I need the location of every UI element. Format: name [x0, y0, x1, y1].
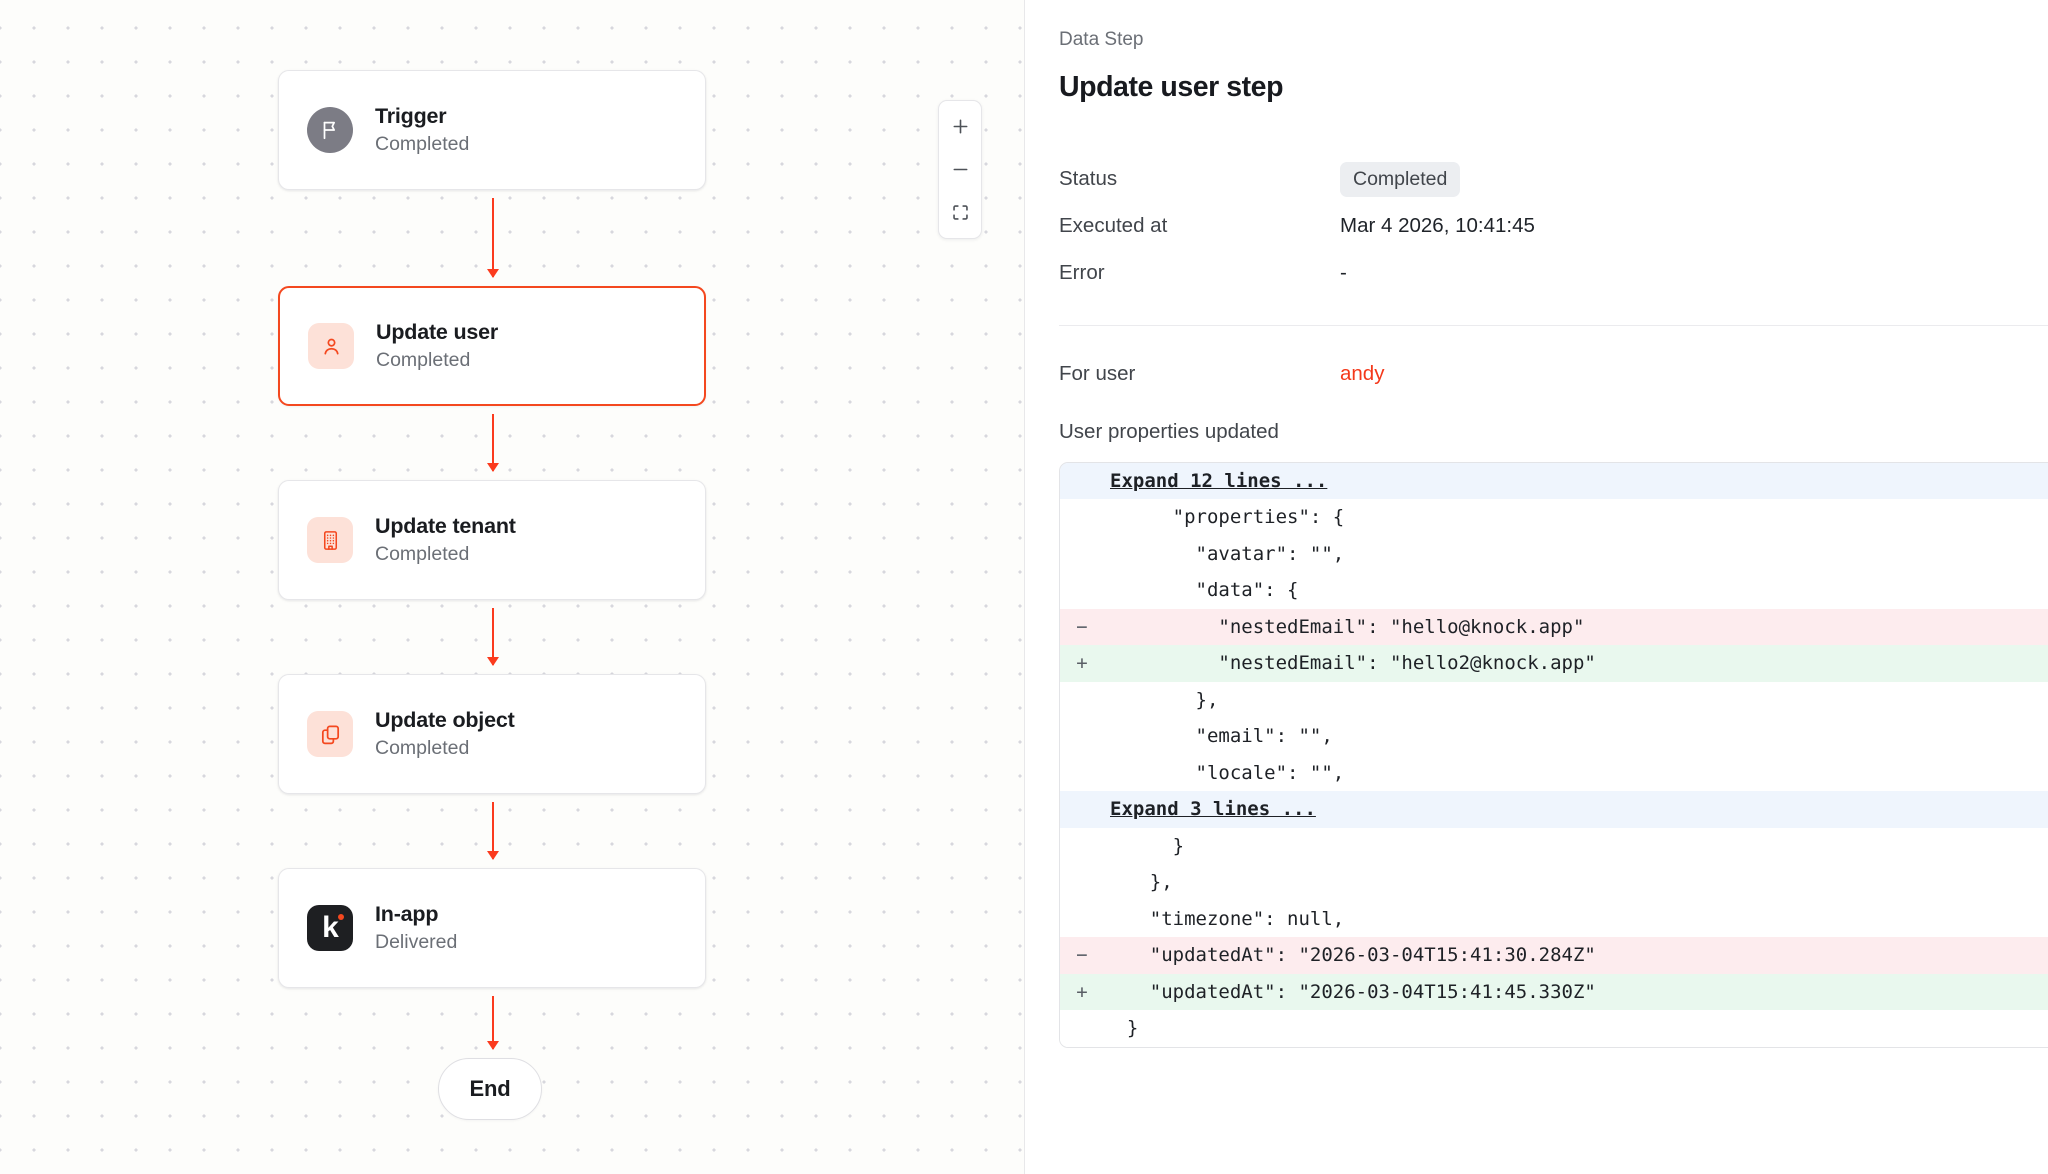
diff-code: },: [1104, 688, 1219, 711]
diff-expand-row[interactable]: Expand 12 lines ...: [1060, 462, 2048, 500]
zoom-in-button[interactable]: [939, 105, 981, 148]
diff-code: "email": "",: [1104, 725, 1333, 748]
meta-value: Mar 4 2026, 10:41:45: [1340, 214, 1535, 238]
diff-line-ctx: "avatar": "",: [1060, 535, 2048, 573]
user-icon: [308, 323, 354, 369]
diff-code: "data": {: [1104, 579, 1299, 602]
flow-node-title: Update user: [376, 320, 499, 345]
meta-value: -: [1340, 261, 1347, 285]
diff-line-ctx: "locale": "",: [1060, 754, 2048, 792]
flow-connector: [487, 198, 499, 278]
diff-code: "timezone": null,: [1104, 907, 1345, 930]
diff-line-add: + "updatedAt": "2026-03-04T15:41:45.330Z…: [1060, 973, 2048, 1011]
flag-icon: [307, 107, 353, 153]
meta-label: Executed at: [1059, 214, 1168, 238]
meta-label: Error: [1059, 261, 1105, 285]
flow-node-status: Completed: [375, 133, 470, 156]
diff-code: Expand 12 lines ...: [1104, 463, 2048, 500]
diff-line-ctx: }: [1060, 1010, 2048, 1047]
flow-node-status: Completed: [375, 737, 470, 760]
user-properties-label: User properties updated: [1059, 419, 1279, 443]
diff-code: }: [1104, 1017, 1139, 1040]
meta-label: Status: [1059, 167, 1118, 191]
diff-line-ctx: "properties": {: [1060, 499, 2048, 536]
diff-line-ctx: }: [1060, 827, 2048, 865]
flow-node-status: Completed: [375, 543, 470, 566]
meta-row: Executed at Mar 4 2026, 10:41:45: [1059, 203, 2048, 250]
diff-gutter: +: [1076, 652, 1088, 675]
diff-line-ctx: },: [1060, 681, 2048, 719]
flow-connector: [487, 802, 499, 860]
properties-diff-viewer[interactable]: Expand 12 lines ... "properties": { "ava…: [1059, 461, 2048, 1048]
knock-accent-dot: [337, 914, 344, 920]
meta-row: Error -: [1059, 250, 2048, 297]
diff-line-ctx: "timezone": null,: [1060, 900, 2048, 938]
knock-logo-icon: k: [307, 905, 353, 951]
flow-node-status: Completed: [376, 349, 471, 372]
diff-code: "avatar": "",: [1104, 542, 1345, 565]
diff-line-del: − "nestedEmail": "hello@knock.app": [1060, 608, 2048, 646]
zoom-out-button[interactable]: [939, 148, 981, 191]
diff-code: }: [1104, 834, 1185, 857]
flow-node-status: Delivered: [375, 931, 458, 954]
flow-connector: [487, 608, 499, 666]
diff-line-ctx: "data": {: [1060, 572, 2048, 609]
diff-code: },: [1104, 871, 1173, 894]
status-badge: Completed: [1340, 161, 1461, 198]
flow-node-end[interactable]: End: [438, 1058, 542, 1120]
expand-lines-link[interactable]: Expand 12 lines ...: [1110, 469, 1328, 492]
diff-line-ctx: "email": "",: [1060, 718, 2048, 755]
flow-node-title: In-app: [375, 902, 439, 927]
zoom-controls: [938, 100, 982, 239]
diff-code: "nestedEmail": "hello@knock.app": [1104, 615, 1585, 638]
diff-line-ctx: },: [1060, 864, 2048, 901]
diff-code: "nestedEmail": "hello2@knock.app": [1104, 652, 1596, 675]
flow-node-title: Trigger: [375, 104, 447, 129]
for-user-label: For user: [1059, 361, 1136, 385]
flow-node-title: Update object: [375, 708, 515, 733]
diff-gutter: −: [1076, 944, 1088, 967]
diff-code: Expand 3 lines ...: [1104, 791, 2048, 828]
flow-connector: [487, 414, 499, 472]
diff-gutter: +: [1076, 980, 1088, 1003]
diff-line-add: + "nestedEmail": "hello2@knock.app": [1060, 645, 2048, 682]
panel-eyebrow: Data Step: [1059, 29, 1144, 50]
page-title: Update user step: [1059, 70, 1284, 103]
flow-connector: [487, 996, 499, 1050]
panel-divider: [1059, 324, 2048, 326]
meta-row: Status Completed: [1059, 156, 2048, 203]
diff-code: "locale": "",: [1104, 761, 1345, 784]
flow-node-title: Update tenant: [375, 514, 516, 539]
user-link[interactable]: andy: [1340, 361, 1385, 385]
diff-code: "updatedAt": "2026-03-04T15:41:45.330Z": [1104, 980, 1596, 1003]
knock-letter: k: [322, 913, 344, 943]
for-user-row: For user andy: [1059, 350, 2048, 398]
diff-code: "updatedAt": "2026-03-04T15:41:30.284Z": [1104, 944, 1596, 967]
diff-expand-row[interactable]: Expand 3 lines ...: [1060, 791, 2048, 828]
diff-gutter: −: [1076, 615, 1088, 638]
diff-code: "properties": {: [1104, 506, 1345, 529]
expand-lines-link[interactable]: Expand 3 lines ...: [1110, 798, 1316, 821]
building-icon: [307, 517, 353, 563]
copy-icon: [307, 711, 353, 757]
diff-line-del: − "updatedAt": "2026-03-04T15:41:30.284Z…: [1060, 937, 2048, 974]
step-detail-panel: Data Step Update user step Status Complet…: [1025, 0, 2048, 1174]
fit-view-button[interactable]: [939, 191, 981, 234]
